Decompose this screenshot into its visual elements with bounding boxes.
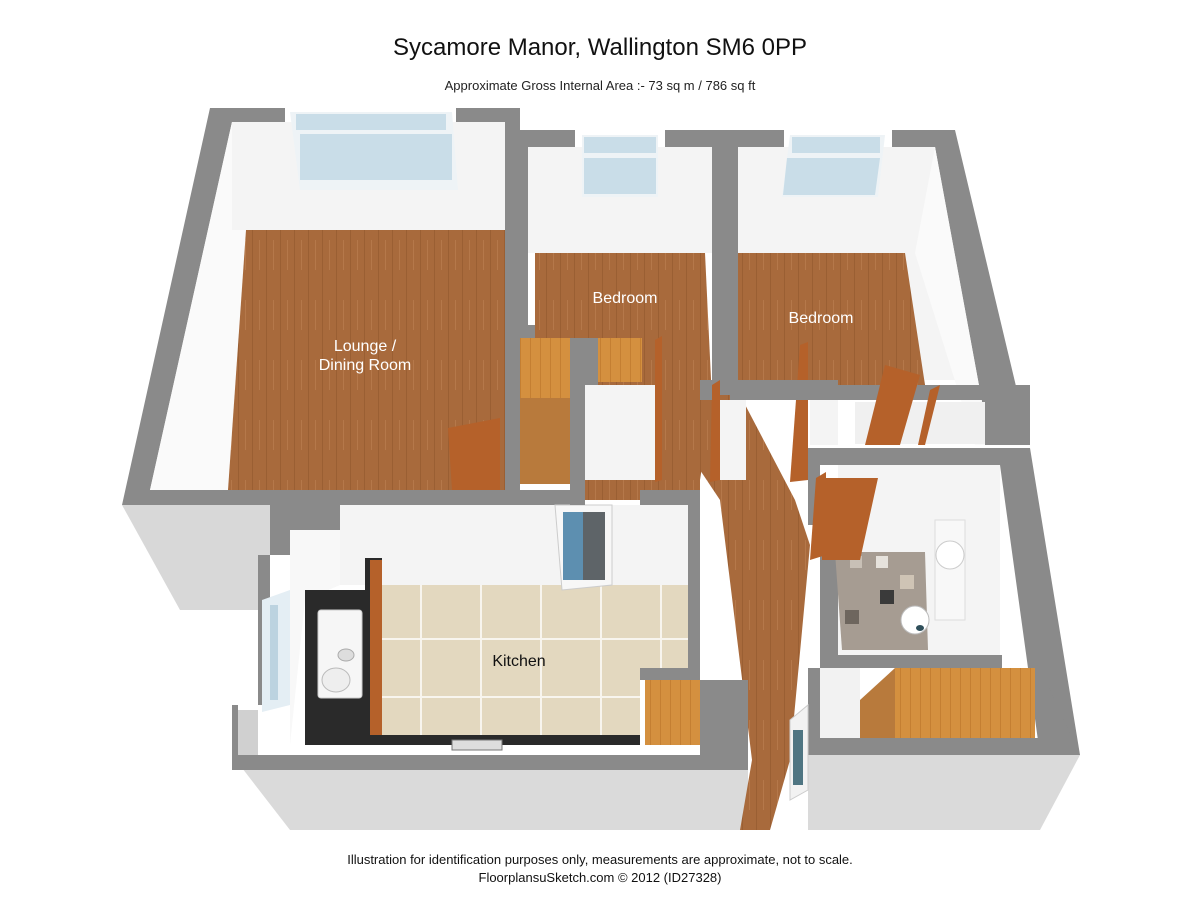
toilet [900, 605, 930, 635]
lounge-label-line1: Lounge / [333, 338, 397, 355]
kitchen-worktop [305, 558, 640, 745]
gross-internal-area: Approximate Gross Internal Area :- 73 sq… [444, 78, 756, 93]
hallway-floor [700, 395, 810, 830]
bedroom-2-floor [738, 253, 925, 400]
outer-wall-sides [122, 505, 1080, 830]
kitchen-sink [317, 609, 363, 699]
doors [448, 336, 940, 560]
room-label-lounge: Lounge / Dining Room [290, 337, 440, 375]
bathroom-sink [934, 519, 966, 621]
kitchen-cupboard [645, 680, 700, 745]
kitchen-floor [378, 585, 688, 735]
hob [451, 739, 503, 751]
kitchen-window [262, 590, 290, 712]
storage-cupboard-side [860, 668, 895, 738]
lounge-window [290, 112, 458, 190]
bedroom-1-window [582, 135, 658, 197]
lounge-label-line2: Dining Room [318, 357, 412, 374]
disclaimer: Illustration for identification purposes… [347, 852, 853, 867]
storage-inner-wall [820, 668, 860, 738]
entrance-door [789, 703, 809, 801]
bedroom-2-window [782, 135, 885, 197]
bathroom-door [822, 478, 878, 560]
lounge-floor [228, 230, 505, 490]
interior-walls [505, 325, 838, 505]
storage-walls [808, 668, 1080, 755]
copyright-credit: FloorplansuSketch.com © 2012 (ID27328) [478, 870, 722, 885]
storage-cupboard [895, 668, 1035, 738]
room-label-bedroom-2: Bedroom [788, 310, 854, 327]
plan-title: Sycamore Manor, Wallington SM6 0PP [393, 34, 807, 61]
room-label-kitchen: Kitchen [492, 653, 546, 670]
room-label-bedroom-1: Bedroom [592, 290, 658, 307]
bedroom-1-walls [505, 130, 730, 400]
wardrobes [518, 338, 642, 484]
kitchen-door [554, 504, 613, 591]
